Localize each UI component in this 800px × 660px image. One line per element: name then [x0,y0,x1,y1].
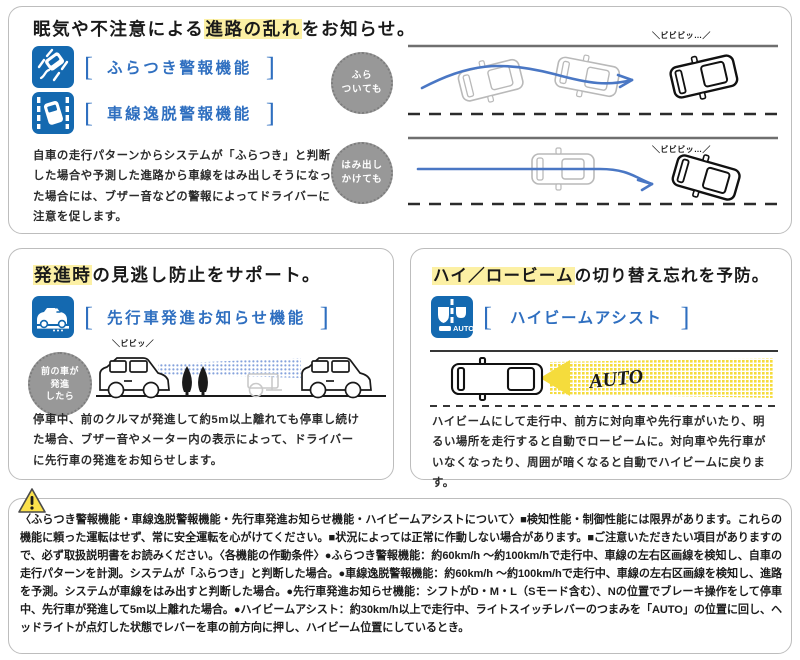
feature-label-swerve-warning: ふらつき警報機能 [107,60,252,77]
swerving-car-icon [32,46,74,88]
panel-beam-heading: ハイ／ロービームの切り替え忘れを予防。 [432,262,769,286]
bracket-left-icon: [ [483,301,492,332]
badge-line: 発進 [50,378,70,389]
illustration-lane-crossing: ＼ビビビッ…／ [404,128,782,212]
heading-highlight: 進路の乱れ [204,19,302,39]
feature-label-group: [ ふらつき警報機能 ] [84,51,275,82]
feature-row-swerve-warning: [ ふらつき警報機能 ] [32,46,275,88]
panel-lane-departure-warning [8,6,792,234]
panel-beam-body-text: ハイビームにして走行中、前方に対向車や先行車がいたり、明るい場所を走行すると自動… [432,416,766,489]
heading-suffix: をお知らせ。 [301,19,417,39]
illustration-swerve-path: ＼ビビビッ…／ [404,30,782,122]
warning-triangle-icon [17,487,47,519]
feature-label-lane-departure: 車線逸脱警報機能 [107,106,252,123]
sfx-text: ビビビッ… [660,31,703,40]
bracket-left-icon: [ [84,97,93,128]
bracket-right-icon: ] [265,51,275,82]
bracket-left-icon: [ [84,51,93,82]
badge-swerving: ふら ついても [331,52,393,114]
bracket-right-icon: ] [265,97,275,128]
panel-notice [8,498,792,654]
sfx-slash-right-icon: ／ [702,31,711,40]
feature-label-group: [ ハイビームアシスト ] [483,301,690,332]
heading-suffix: の切り替え忘れを予防。 [574,267,770,285]
feature-label-group: [ 車線逸脱警報機能 ] [84,97,275,128]
badge-lane-crossing: はみ出し かけても [331,142,393,204]
badge-line: したら [45,391,75,402]
feature-label-high-beam-assist: ハイビームアシスト [510,310,663,327]
sfx-buzzer-3: ＼ビビッ／ [112,338,154,349]
sfx-buzzer-1: ＼ビビビッ…／ [652,30,711,41]
badge-line: ふら [351,70,373,82]
panel-start-body-text: 停車中、前のクルマが発進して約5m以上離れても停車し続けた場合、ブザー音やメータ… [33,414,360,467]
bracket-right-icon: ] [319,301,329,332]
badge-line: ついても [341,84,383,95]
illustration-lead-car-start: ＼ビビッ／ [96,338,386,406]
badge-line: かけても [341,174,383,185]
svg-text:AUTO: AUTO [453,324,473,333]
sfx-slash-left-icon: ＼ [652,145,661,154]
sfx-text: ビビッ [120,339,146,348]
heading-prefix: 眠気や不注意による [33,19,205,39]
feature-label-group: [ 先行車発進お知らせ機能 ] [84,301,329,332]
sfx-text: ビビビッ… [660,145,703,154]
badge-lead-car-started: 前の車が 発進 したら [28,352,92,416]
heading-highlight: ハイ／ロービーム [432,267,575,285]
lead-car-start-icon [32,296,74,338]
heading-suffix: の見逃し防止をサポート。 [92,265,322,285]
sfx-slash-left-icon: ＼ [652,31,661,40]
panel-lane-heading: 眠気や不注意による進路の乱れをお知らせ。 [33,16,416,41]
feature-row-high-beam-assist: AUTO [ ハイビームアシスト ] [431,296,690,338]
panel-lane-body-text: 自車の走行パターンからシステムが「ふらつき」と判断した場合や予測した進路から車線… [33,150,332,223]
feature-row-lane-departure: [ 車線逸脱警報機能 ] [32,92,275,134]
panel-start-heading: 発進時の見逃し防止をサポート。 [33,262,321,287]
illustration-high-beam: AUTO [430,348,782,410]
sfx-buzzer-2: ＼ビビビッ…／ [652,144,711,155]
bracket-right-icon: ] [680,301,690,332]
badge-line: はみ出し [341,160,383,172]
feature-label-lead-car-start: 先行車発進お知らせ機能 [107,310,306,327]
notice-body-text: 〈ふらつき警報機能・車線逸脱警報機能・先行車発進お知らせ機能・ハイビームアシスト… [20,514,782,634]
badge-line: 前の車が [40,365,79,376]
high-beam-auto-icon: AUTO [431,296,473,338]
heading-highlight: 発進時 [33,265,93,285]
sfx-slash-left-icon: ＼ [112,339,121,348]
sfx-slash-right-icon: ／ [702,145,711,154]
sfx-slash-right-icon: ／ [145,339,155,348]
lane-departure-car-icon [32,92,74,134]
bracket-left-icon: [ [84,301,93,332]
feature-row-lead-car-start: [ 先行車発進お知らせ機能 ] [32,296,329,338]
